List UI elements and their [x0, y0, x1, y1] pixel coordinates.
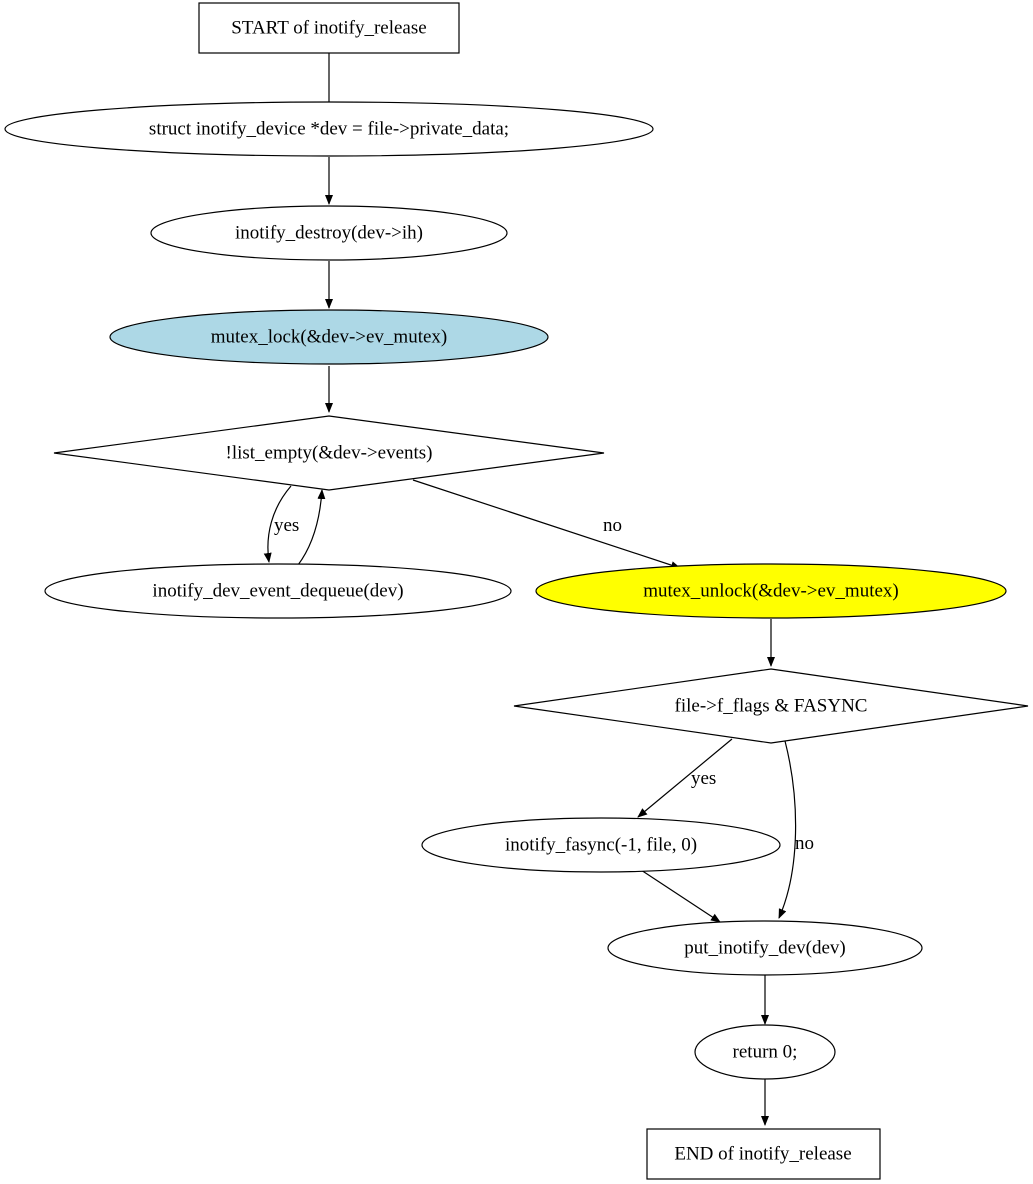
node-lock-label: mutex_lock(&dev->ev_mutex) — [211, 327, 448, 348]
node-destroy: inotify_destroy(dev->ih) — [150, 205, 508, 261]
node-unlock: mutex_unlock(&dev->ev_mutex) — [535, 563, 1007, 619]
node-dequeue: inotify_dev_event_dequeue(dev) — [44, 563, 512, 619]
node-end: END of inotify_release — [646, 1128, 881, 1180]
node-unlock-label: mutex_unlock(&dev->ev_mutex) — [643, 581, 899, 602]
edges — [263, 53, 797, 1126]
edge-fasync-cond-to-fasync-yes — [637, 738, 733, 818]
edge-dequeue-to-cond-loop — [297, 489, 326, 566]
node-cond-fasync-label: file->f_flags & FASYNC — [675, 696, 868, 717]
node-start-label: START of inotify_release — [231, 18, 426, 39]
node-lock: mutex_lock(&dev->ev_mutex) — [109, 309, 549, 365]
node-fasync-label: inotify_fasync(-1, file, 0) — [505, 835, 697, 856]
edge-cond-to-unlock-no — [412, 479, 681, 569]
edge-fasync-cond-to-put-no — [778, 740, 797, 919]
node-put-dev-label: put_inotify_dev(dev) — [684, 938, 845, 959]
node-cond-fasync: file->f_flags & FASYNC — [513, 668, 1029, 744]
node-lock-shape — [109, 309, 549, 365]
edge-label-fasync-no: no — [795, 833, 814, 854]
node-cond-events-label: !list_empty(&dev->events) — [226, 443, 433, 464]
edge-label-fasync-yes: yes — [691, 768, 716, 789]
node-unlock-shape — [535, 563, 1007, 619]
node-return: return 0; — [694, 1024, 836, 1080]
node-cond-events: !list_empty(&dev->events) — [53, 415, 605, 491]
edge-label-events-yes: yes — [274, 515, 299, 536]
node-destroy-label: inotify_destroy(dev->ih) — [235, 223, 423, 244]
edge-cond-to-dequeue-yes — [263, 485, 292, 563]
edge-fasync-to-put — [640, 869, 721, 923]
node-dev-decl-label: struct inotify_device *dev = file->priva… — [149, 119, 509, 140]
node-dequeue-label: inotify_dev_event_dequeue(dev) — [152, 581, 403, 602]
edge-label-events-no: no — [603, 515, 622, 536]
node-put-dev: put_inotify_dev(dev) — [607, 920, 923, 976]
node-dev-decl: struct inotify_device *dev = file->priva… — [4, 101, 654, 157]
node-end-label: END of inotify_release — [674, 1144, 851, 1165]
node-start: START of inotify_release — [198, 2, 460, 54]
node-return-label: return 0; — [733, 1042, 798, 1063]
node-fasync: inotify_fasync(-1, file, 0) — [421, 817, 781, 873]
